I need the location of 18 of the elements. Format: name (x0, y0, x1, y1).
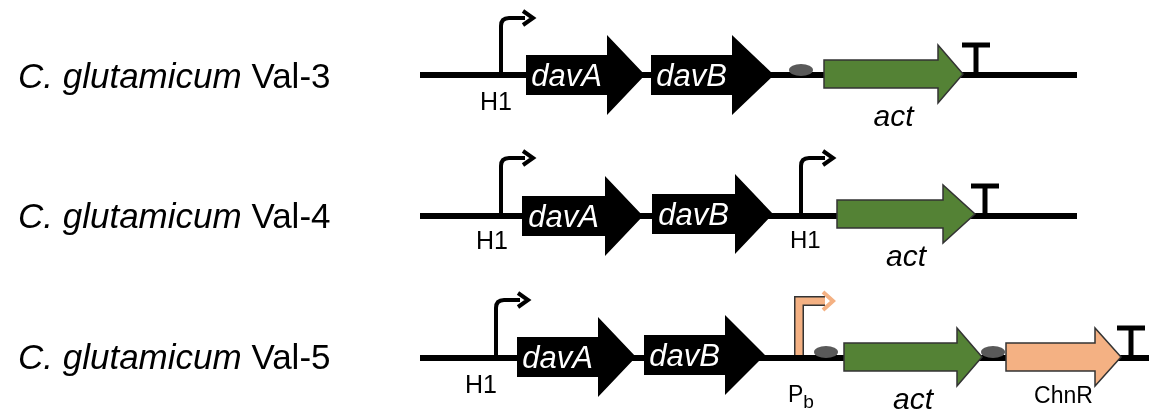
gene-name: davA (527, 197, 600, 236)
strain-name: C. glutamicum Val-3 (18, 58, 331, 93)
strain-name: C. glutamicum Val-5 (18, 339, 331, 374)
promoter-label: P$_{b}$ (788, 383, 814, 411)
gene-name: davB (657, 195, 730, 234)
gene-name: davB (655, 56, 728, 95)
gene-name: davA (530, 56, 603, 95)
gene-name: act (885, 241, 928, 271)
promoter-label: H1 (790, 228, 821, 252)
promoter-label: H1 (465, 372, 497, 397)
gene-name: ChnR (1033, 384, 1094, 407)
gene-name: act (892, 384, 935, 414)
gene-name: act (872, 101, 916, 131)
gene-name: davA (521, 338, 594, 377)
promoter-label: H1 (480, 89, 512, 114)
promoter-label: H1 (476, 228, 508, 253)
strain-name: C. glutamicum Val-4 (18, 198, 331, 233)
gene-name: davB (648, 336, 721, 375)
